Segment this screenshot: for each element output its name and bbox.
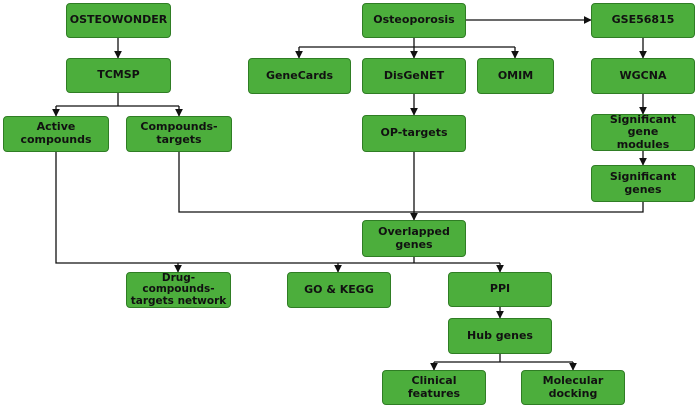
node-overlapped-genes-label: Overlapped genes: [378, 224, 450, 251]
node-wgcna: WGCNA: [591, 58, 695, 94]
node-hub-genes-label: Hub genes: [467, 328, 533, 342]
node-go-kegg: GO & KEGG: [287, 272, 391, 308]
node-genecards: GeneCards: [248, 58, 351, 94]
node-osteoporosis-label: Osteoporosis: [373, 13, 455, 27]
node-clinical-features-label: Clinical features: [407, 373, 461, 400]
node-compounds-targets-label: Compounds- targets: [140, 120, 218, 146]
node-hub-genes: Hub genes: [448, 318, 552, 354]
node-genecards-label: GeneCards: [265, 68, 334, 82]
node-osteowonder-label: OSTEOWONDER: [69, 13, 168, 27]
node-compounds-targets: Compounds- targets: [126, 116, 232, 152]
node-go-kegg-label: GO & KEGG: [304, 282, 374, 296]
node-disgenet-label: DisGeNET: [383, 68, 445, 82]
edge-compounds-targets-bar: [178, 152, 644, 213]
node-molecular-docking-label: Molecular docking: [542, 373, 604, 400]
node-osteoporosis: Osteoporosis: [362, 3, 466, 38]
node-omim: OMIM: [477, 58, 554, 94]
node-significant-gene-modules-label: Significant gene modules: [609, 112, 677, 151]
node-wgcna-label: WGCNA: [619, 68, 667, 82]
node-active-compounds-label: Active compounds: [20, 120, 92, 146]
node-omim-label: OMIM: [497, 68, 534, 82]
node-osteowonder: OSTEOWONDER: [66, 3, 171, 38]
node-tcmsp: TCMSP: [66, 58, 171, 93]
node-significant-gene-modules: Significant gene modules: [591, 112, 695, 151]
node-ppi: PPI: [448, 272, 552, 307]
node-significant-genes-label: Significant genes: [609, 169, 677, 196]
edge-active-bar: [55, 152, 414, 264]
node-drug-compounds-targets-network: Drug- compounds- targets network: [126, 272, 231, 308]
node-molecular-docking: Molecular docking: [521, 370, 625, 405]
node-ppi-label: PPI: [489, 282, 511, 296]
node-op-targets: OP-targets: [362, 115, 466, 152]
node-overlapped-genes: Overlapped genes: [362, 220, 466, 257]
node-clinical-features: Clinical features: [382, 370, 486, 405]
node-active-compounds: Active compounds: [3, 116, 109, 152]
node-gse56815-label: GSE56815: [611, 13, 675, 27]
node-disgenet: DisGeNET: [362, 58, 466, 94]
node-drug-network-label: Drug- compounds- targets network: [130, 272, 227, 307]
node-tcmsp-label: TCMSP: [97, 68, 140, 82]
node-gse56815: GSE56815: [591, 3, 695, 38]
node-op-targets-label: OP-targets: [380, 126, 448, 140]
node-significant-genes: Significant genes: [591, 165, 695, 202]
